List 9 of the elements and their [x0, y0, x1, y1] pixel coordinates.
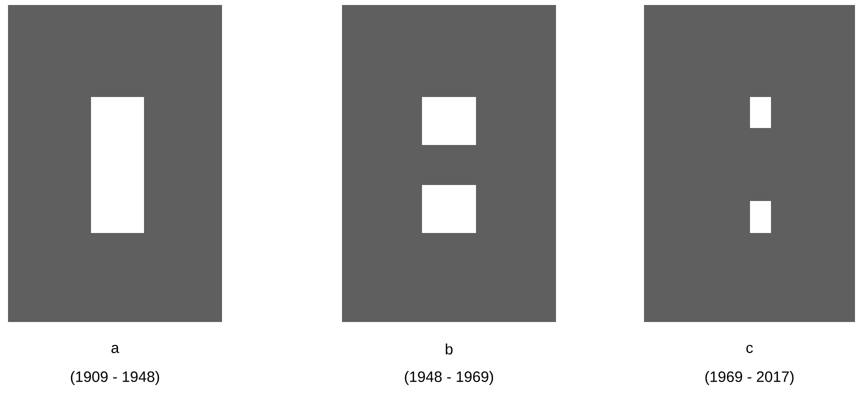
panel-drawing — [644, 5, 855, 322]
date-range: (1948 - 1969) — [404, 371, 494, 385]
panel-drawing — [8, 5, 222, 322]
date-range: (1969 - 2017) — [705, 371, 794, 385]
panel-letter: a — [111, 344, 120, 354]
date-range: (1909 - 1948) — [70, 371, 160, 385]
panel-letter: b — [446, 343, 453, 354]
panel-drawing — [342, 5, 556, 322]
panel-letter: c — [746, 344, 753, 354]
